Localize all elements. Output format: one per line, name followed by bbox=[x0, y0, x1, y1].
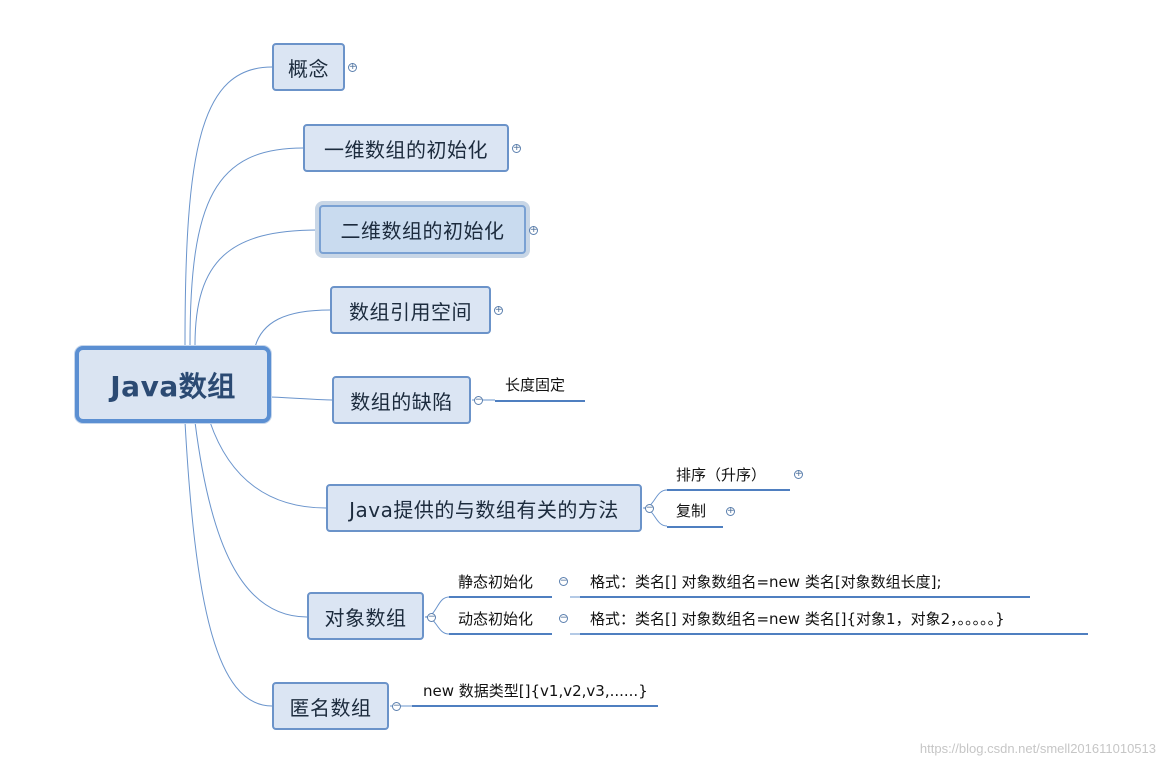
connector-root-anon-array bbox=[184, 421, 273, 707]
topic-array-defect[interactable]: 数组的缺陷 bbox=[332, 376, 471, 424]
collapse-defect-icon[interactable]: − bbox=[474, 395, 483, 405]
topic-2d-array-init[interactable]: 二维数组的初始化 bbox=[319, 205, 526, 254]
collapse-static-init-icon[interactable]: − bbox=[559, 576, 568, 586]
expand-sort-icon[interactable]: + bbox=[794, 469, 803, 479]
topic-array-reference-space[interactable]: 数组引用空间 bbox=[330, 286, 491, 334]
collapse-methods-icon[interactable]: − bbox=[645, 503, 654, 513]
connector-root-object-array bbox=[194, 421, 308, 618]
leaf-dynamic-init[interactable]: 动态初始化 bbox=[458, 610, 534, 628]
leaf-dynamic-format[interactable]: 格式：类名[] 对象数组名=new 类名[]{对象1，对象2，。。。。。} bbox=[590, 610, 1005, 628]
expand-1d-init-icon[interactable]: + bbox=[512, 143, 521, 153]
connector-root-methods bbox=[209, 421, 327, 509]
expand-concept-icon[interactable]: + bbox=[348, 62, 357, 72]
topic-anonymous-array[interactable]: 匿名数组 bbox=[272, 682, 389, 730]
connector-root-ref-space bbox=[254, 309, 331, 348]
watermark-url: https://blog.csdn.net/smell201611010513 bbox=[919, 741, 1156, 756]
topic-java-array-methods[interactable]: Java提供的与数组有关的方法 bbox=[326, 484, 642, 532]
connector-root-concept bbox=[184, 66, 273, 346]
leaf-sort-ascending[interactable]: 排序（升序） bbox=[676, 466, 767, 484]
leaf-static-init[interactable]: 静态初始化 bbox=[458, 573, 534, 591]
expand-ref-space-icon[interactable]: + bbox=[494, 305, 503, 315]
leaf-fixed-length[interactable]: 长度固定 bbox=[505, 376, 566, 394]
leaf-copy[interactable]: 复制 bbox=[676, 502, 707, 520]
connector-root-2d-init bbox=[194, 229, 319, 346]
root-node[interactable]: Java数组 bbox=[75, 346, 271, 423]
connector-root-1d-init bbox=[189, 147, 304, 346]
topic-1d-array-init[interactable]: 一维数组的初始化 bbox=[303, 124, 509, 172]
leaf-static-format[interactable]: 格式：类名[] 对象数组名=new 类名[对象数组长度]; bbox=[590, 573, 942, 591]
topic-concept[interactable]: 概念 bbox=[272, 43, 345, 91]
collapse-dynamic-init-icon[interactable]: − bbox=[559, 613, 568, 623]
connector-root-defect bbox=[269, 396, 333, 401]
leaf-anon-array-syntax[interactable]: new 数据类型[]{v1,v2,v3,......} bbox=[423, 682, 648, 700]
collapse-object-array-icon[interactable]: − bbox=[427, 612, 436, 622]
collapse-anon-array-icon[interactable]: − bbox=[392, 701, 401, 711]
topic-object-array[interactable]: 对象数组 bbox=[307, 592, 424, 640]
expand-copy-icon[interactable]: + bbox=[726, 506, 735, 516]
expand-2d-init-icon[interactable]: + bbox=[529, 225, 538, 235]
